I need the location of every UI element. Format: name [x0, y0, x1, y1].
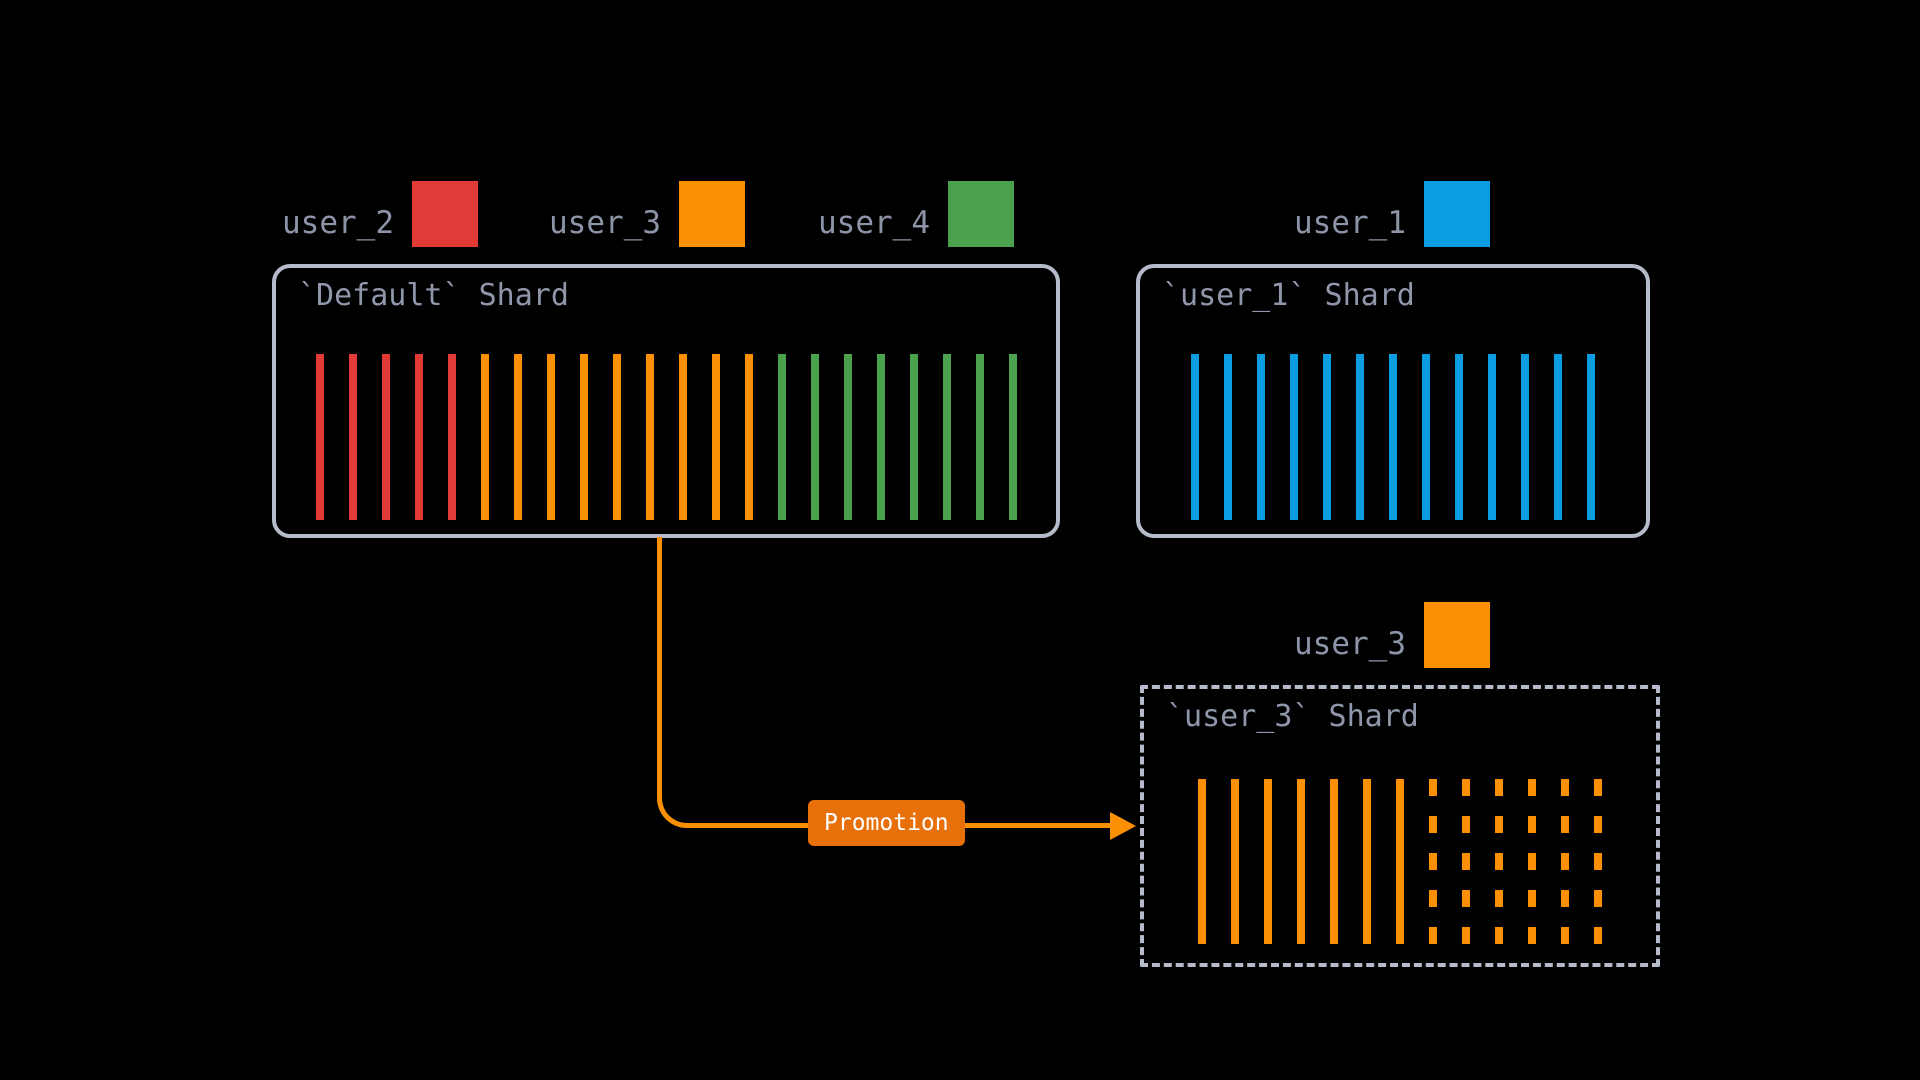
data-bar: [1290, 354, 1298, 520]
data-bar: [909, 354, 918, 520]
data-bar-dashed: [1462, 779, 1470, 944]
data-bar: [711, 354, 720, 520]
data-bar: [1323, 354, 1331, 520]
data-bar: [315, 354, 324, 520]
data-bar: [1264, 779, 1272, 944]
data-bar: [1455, 354, 1463, 520]
legend-label: user_1: [1294, 205, 1406, 241]
legend-label: user_4: [818, 205, 930, 241]
data-bar: [1257, 354, 1265, 520]
promotion-arrow-line: [657, 537, 1115, 828]
data-bar: [876, 354, 885, 520]
data-bar: [381, 354, 390, 520]
data-bar: [447, 354, 456, 520]
color-swatch: [678, 181, 745, 247]
data-bar: [1008, 354, 1017, 520]
data-bar: [1422, 354, 1430, 520]
user-1-shard-box: `user_1` Shard: [1136, 264, 1650, 538]
legend-label: user_3: [1294, 626, 1406, 662]
shard-bars: [276, 354, 1056, 520]
promotion-label: Promotion: [808, 800, 965, 846]
color-swatch: [1423, 602, 1490, 668]
shard-bars: [1140, 354, 1646, 520]
data-bar-dashed: [1594, 779, 1602, 944]
data-bar-dashed: [1429, 779, 1437, 944]
data-bar: [777, 354, 786, 520]
data-bar: [579, 354, 588, 520]
data-bar: [645, 354, 654, 520]
shard-title: `user_1` Shard: [1162, 278, 1415, 313]
data-bar: [348, 354, 357, 520]
data-bar: [975, 354, 984, 520]
promotion-arrow-head-icon: [1110, 812, 1136, 840]
legend-item-user-3-promoted: user_3: [1294, 598, 1490, 668]
data-bar: [1198, 779, 1206, 944]
data-bar-dashed: [1528, 779, 1536, 944]
data-bar: [414, 354, 423, 520]
data-bar: [513, 354, 522, 520]
legend-item-user-1: user_1: [1294, 177, 1490, 247]
data-bar: [810, 354, 819, 520]
data-bar: [1231, 779, 1239, 944]
legend-item-user-2: user_2: [282, 177, 478, 247]
data-bar: [1330, 779, 1338, 944]
data-bar: [1396, 779, 1404, 944]
data-bar: [1521, 354, 1529, 520]
data-bar: [480, 354, 489, 520]
shard-bars: [1144, 779, 1656, 944]
data-bar: [1587, 354, 1595, 520]
data-bar: [1297, 779, 1305, 944]
default-shard-box: `Default` Shard: [272, 264, 1060, 538]
shard-title: `Default` Shard: [298, 278, 569, 313]
legend-label: user_3: [549, 205, 661, 241]
data-bar-dashed: [1495, 779, 1503, 944]
legend-item-user-3: user_3: [549, 177, 745, 247]
data-bar: [1191, 354, 1199, 520]
data-bar: [744, 354, 753, 520]
color-swatch: [1423, 181, 1490, 247]
data-bar: [942, 354, 951, 520]
legend-item-user-4: user_4: [818, 177, 1014, 247]
color-swatch: [947, 181, 1014, 247]
data-bar: [843, 354, 852, 520]
user-3-shard-box: `user_3` Shard: [1140, 685, 1660, 967]
shard-title: `user_3` Shard: [1166, 699, 1419, 734]
data-bar: [612, 354, 621, 520]
data-bar: [1554, 354, 1562, 520]
color-swatch: [411, 181, 478, 247]
legend-label: user_2: [282, 205, 394, 241]
data-bar: [1224, 354, 1232, 520]
data-bar: [1389, 354, 1397, 520]
data-bar-dashed: [1561, 779, 1569, 944]
data-bar: [546, 354, 555, 520]
data-bar: [1363, 779, 1371, 944]
data-bar: [1356, 354, 1364, 520]
data-bar: [1488, 354, 1496, 520]
data-bar: [678, 354, 687, 520]
